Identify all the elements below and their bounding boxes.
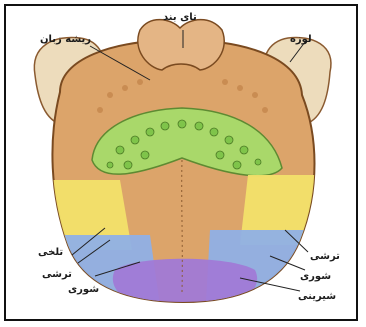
- sweet-zone-purple: [113, 259, 257, 312]
- label-left-yellow: تلخی: [38, 248, 63, 258]
- label-top-right: لوزه: [290, 35, 312, 45]
- epiglottis: [138, 20, 224, 70]
- label-right-yellow: ترشی: [310, 252, 340, 262]
- label-left-bottom: شوری: [68, 285, 99, 295]
- label-top-center: تای بند: [163, 13, 197, 23]
- label-right-blue: شوری: [300, 272, 331, 282]
- label-left-blue: ترشی: [42, 270, 72, 280]
- label-top-left: ریشه زبان: [40, 35, 91, 45]
- label-bottom-purple: شیرینی: [298, 292, 336, 302]
